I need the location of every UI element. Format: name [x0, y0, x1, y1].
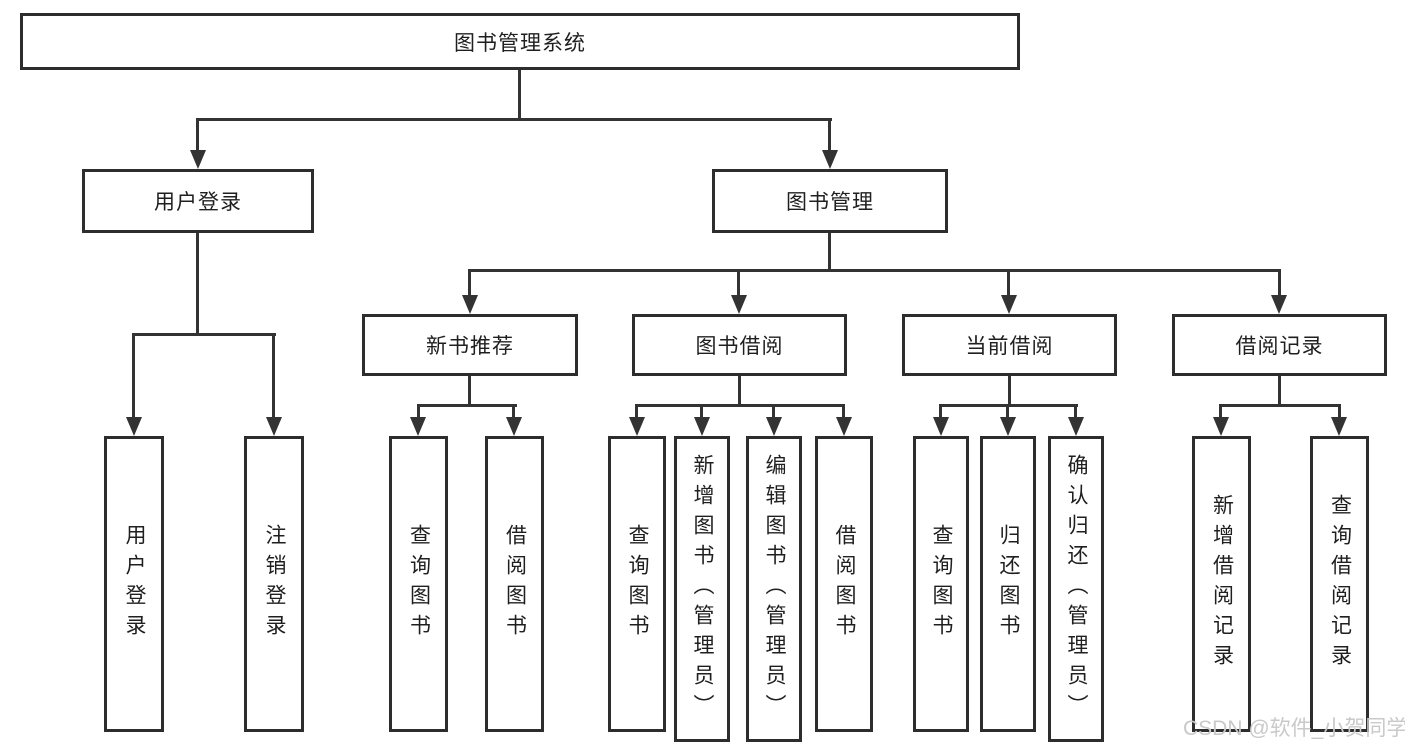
leaf-logout: 注销登录 [244, 436, 304, 732]
connector-hline [1219, 404, 1341, 407]
arrow-down-icon [822, 150, 838, 169]
leaf-borrow-books-label: 借阅图书 [833, 524, 857, 644]
node-root: 图书管理系统 [20, 13, 1020, 70]
connector-drop [132, 333, 135, 417]
connector-drop [1074, 404, 1077, 418]
connector-userlogin-hline [132, 333, 276, 336]
connector-drop [1007, 269, 1010, 296]
connector-userlogin-stem [196, 233, 199, 335]
connector-hline [635, 404, 845, 407]
arrow-down-icon [766, 417, 782, 436]
node-book-management: 图书管理 [712, 169, 948, 233]
connector-drop [1006, 404, 1009, 418]
connector-drop [1219, 404, 1222, 418]
leaf-query-books-current-label: 查询图书 [930, 524, 954, 644]
arrow-down-icon [1068, 417, 1084, 436]
node-new-book-recommend: 新书推荐 [362, 314, 578, 376]
connector-drop [700, 404, 703, 418]
node-root-label: 图书管理系统 [454, 31, 586, 55]
leaf-query-books-borrowing: 查询图书 [608, 436, 666, 732]
connector-drop-book-mgmt [828, 118, 831, 152]
arrow-down-icon [1271, 295, 1287, 314]
leaf-add-borrow-record: 新增借阅记录 [1192, 436, 1251, 732]
arrow-down-icon [410, 417, 426, 436]
leaf-edit-book-admin: 编辑图书（管理员） [746, 436, 802, 742]
node-current-borrowing-label: 当前借阅 [965, 335, 1054, 358]
arrow-down-icon [266, 417, 282, 436]
node-book-management-label: 图书管理 [786, 191, 874, 214]
connector-bookmgmt-hline [468, 269, 1281, 272]
connector-hline [417, 404, 517, 407]
connector-root-stem [518, 68, 521, 120]
connector-bookmgmt-stem [828, 233, 831, 272]
arrow-down-icon [462, 295, 478, 314]
leaf-confirm-return-admin-label: 确认归还（管理员） [1065, 454, 1089, 724]
connector-drop [737, 269, 740, 296]
leaf-return-books-label: 归还图书 [997, 524, 1021, 644]
arrow-down-icon [506, 417, 522, 436]
leaf-borrow-books: 借阅图书 [815, 436, 873, 732]
connector-drop-user-login [196, 118, 199, 152]
node-borrowing-records: 借阅记录 [1172, 314, 1387, 376]
leaf-confirm-return-admin: 确认归还（管理员） [1048, 436, 1104, 742]
arrow-down-icon [933, 417, 949, 436]
connector-drop [1338, 404, 1341, 418]
arrow-down-icon [836, 417, 852, 436]
connector-stem [1278, 376, 1281, 406]
arrow-down-icon [190, 150, 206, 169]
connector-drop [772, 404, 775, 418]
connector-drop [512, 404, 515, 418]
connector-drop [468, 269, 471, 296]
node-user-login-label: 用户登录 [154, 191, 242, 214]
arrow-down-icon [1000, 417, 1016, 436]
connector-stem [468, 376, 471, 406]
leaf-query-books-recommend-label: 查询图书 [407, 524, 431, 644]
leaf-user-login: 用户登录 [104, 436, 164, 732]
node-book-borrowing: 图书借阅 [632, 314, 847, 376]
leaf-query-borrow-record: 查询借阅记录 [1310, 436, 1369, 732]
node-new-book-recommend-label: 新书推荐 [426, 335, 514, 358]
node-user-login: 用户登录 [82, 169, 314, 233]
leaf-query-books-current: 查询图书 [913, 436, 969, 732]
leaf-add-book-admin-label: 新增图书（管理员） [691, 454, 715, 724]
leaf-borrow-books-recommend-label: 借阅图书 [503, 524, 527, 644]
arrow-down-icon [1001, 295, 1017, 314]
connector-drop [635, 404, 638, 418]
arrow-down-icon [694, 417, 710, 436]
leaf-query-borrow-record-label: 查询借阅记录 [1328, 494, 1352, 674]
connector-root-hline [196, 118, 832, 121]
leaf-borrow-books-recommend: 借阅图书 [485, 436, 544, 732]
watermark: CSDN @软件_小贺同学 [1183, 717, 1405, 740]
leaf-logout-label: 注销登录 [263, 524, 287, 644]
connector-stem [1008, 376, 1011, 406]
leaf-query-books-borrowing-label: 查询图书 [626, 524, 650, 644]
leaf-user-login-label: 用户登录 [123, 524, 147, 644]
arrow-down-icon [731, 295, 747, 314]
connector-drop [1278, 269, 1281, 296]
connector-stem [738, 376, 741, 406]
leaf-query-books-recommend: 查询图书 [389, 436, 448, 732]
leaf-add-borrow-record-label: 新增借阅记录 [1210, 494, 1234, 674]
arrow-down-icon [1331, 417, 1347, 436]
node-current-borrowing: 当前借阅 [902, 314, 1117, 376]
node-borrowing-records-label: 借阅记录 [1235, 335, 1324, 358]
leaf-add-book-admin: 新增图书（管理员） [674, 436, 730, 742]
connector-drop [417, 404, 420, 418]
arrow-down-icon [1213, 417, 1229, 436]
leaf-edit-book-admin-label: 编辑图书（管理员） [763, 454, 787, 724]
connector-drop [272, 333, 275, 417]
arrow-down-icon [629, 417, 645, 436]
connector-drop [939, 404, 942, 418]
node-book-borrowing-label: 图书借阅 [695, 335, 784, 358]
arrow-down-icon [126, 417, 142, 436]
leaf-return-books: 归还图书 [980, 436, 1036, 732]
connector-drop [842, 404, 845, 418]
